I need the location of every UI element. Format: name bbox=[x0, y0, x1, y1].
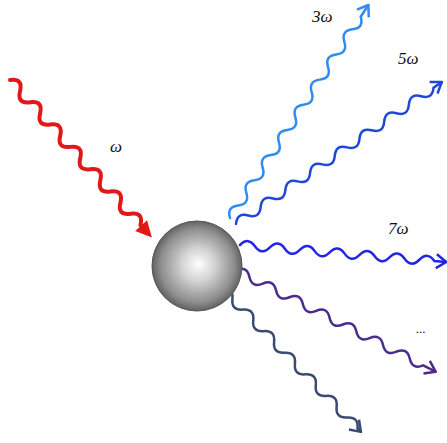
frequency-label: 7ω bbox=[388, 220, 409, 239]
harmonic-wave bbox=[239, 238, 446, 269]
harmonic-wave bbox=[233, 264, 439, 378]
harmonic-wave bbox=[224, 1, 374, 222]
harmonic-wave bbox=[217, 283, 366, 437]
harmonic-wave bbox=[232, 76, 446, 229]
particle-sphere bbox=[152, 221, 242, 311]
frequency-label: 5ω bbox=[398, 50, 419, 69]
incoming-wave bbox=[4, 75, 158, 243]
frequency-label: 3ω bbox=[312, 8, 333, 27]
frequency-label: ... bbox=[416, 322, 426, 336]
frequency-label: ω bbox=[110, 138, 122, 157]
